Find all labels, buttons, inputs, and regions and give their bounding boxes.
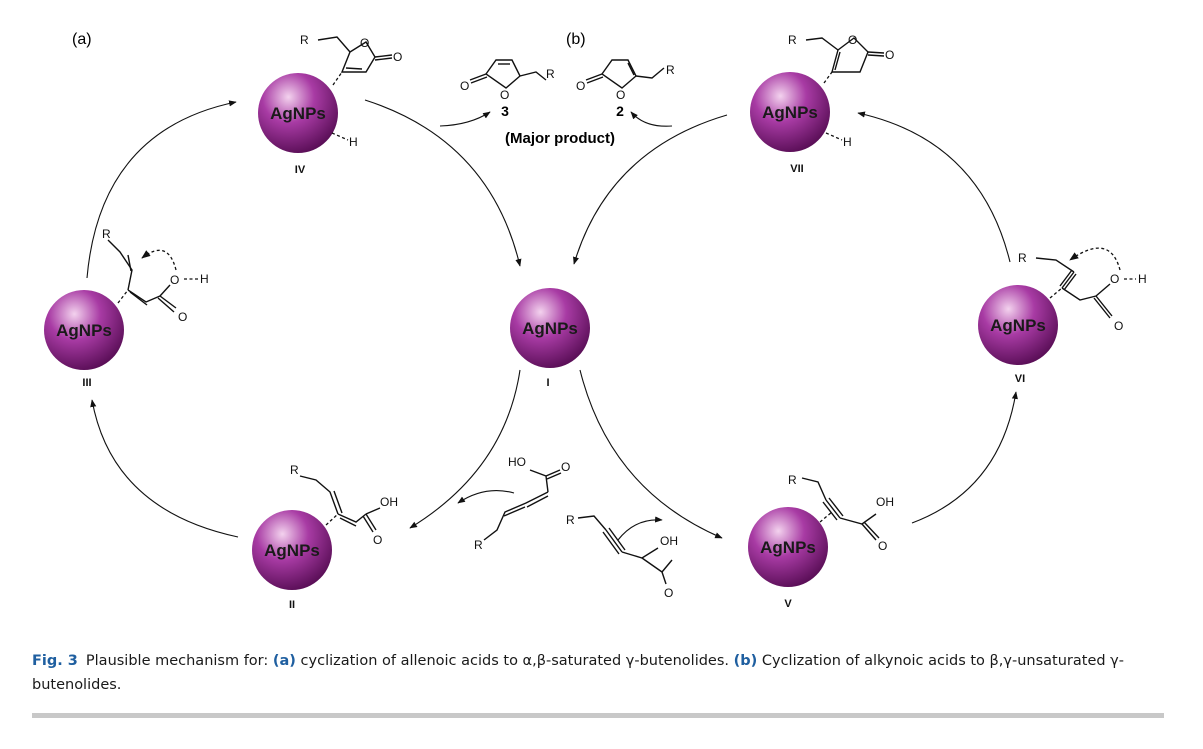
label-intermediate-iii: III xyxy=(82,377,91,389)
svg-text:O: O xyxy=(393,50,402,64)
svg-text:O: O xyxy=(170,273,179,287)
caption-text-2: cyclization of allenoic acids to α,β-sat… xyxy=(295,653,734,669)
arrow-ii-to-iii xyxy=(90,399,239,538)
svg-text:H: H xyxy=(349,135,358,149)
svg-text:HO: HO xyxy=(508,455,526,469)
svg-text:R: R xyxy=(474,538,483,552)
svg-text:R: R xyxy=(300,33,309,47)
svg-text:O: O xyxy=(1114,319,1123,333)
product-3-structure: O O R 3 xyxy=(460,59,555,119)
svg-text:R: R xyxy=(546,67,555,81)
arrow-v-to-vi xyxy=(911,391,1018,524)
label-intermediate-vi: VI xyxy=(1015,373,1025,385)
structure-intermediate-v: R OH O xyxy=(788,473,894,553)
svg-text:O: O xyxy=(878,539,887,553)
agnp-sphere-vi: AgNPs xyxy=(978,285,1058,365)
mechanism-diagram: (a) (b) AgNPs AgNPs AgNPs AgNPs AgNPs Ag… xyxy=(44,31,1147,611)
svg-text:O: O xyxy=(664,586,673,600)
panel-b-label: (b) xyxy=(566,31,586,48)
caption-divider xyxy=(32,713,1164,718)
product-3-number: 3 xyxy=(501,103,509,119)
svg-text:H: H xyxy=(1138,272,1147,286)
svg-text:O: O xyxy=(500,88,509,102)
structure-intermediate-iv: O O R H xyxy=(300,33,402,149)
svg-text:R: R xyxy=(788,473,797,487)
svg-text:O: O xyxy=(460,79,469,93)
agnp-sphere-iii: AgNPs xyxy=(44,290,124,370)
svg-text:R: R xyxy=(566,513,575,527)
label-intermediate-i: I xyxy=(546,377,549,389)
caption-paren-a: (a) xyxy=(272,653,296,669)
agnp-label-iii: AgNPs xyxy=(56,321,112,340)
agnp-label-iv: AgNPs xyxy=(270,104,326,123)
svg-text:OH: OH xyxy=(876,495,894,509)
svg-text:O: O xyxy=(360,36,369,50)
arrow-vi-to-vii xyxy=(857,111,1011,263)
caption-text-1: Plausible mechanism for: xyxy=(85,653,273,669)
svg-text:H: H xyxy=(843,135,852,149)
svg-text:O: O xyxy=(885,48,894,62)
label-intermediate-ii: II xyxy=(289,599,295,611)
arrow-release-product-2 xyxy=(630,111,673,127)
agnp-label-vi: AgNPs xyxy=(990,316,1046,335)
panel-a-label: (a) xyxy=(72,31,92,48)
svg-text:O: O xyxy=(373,533,382,547)
arrow-i-to-v xyxy=(579,369,723,539)
svg-text:O: O xyxy=(616,88,625,102)
svg-text:O: O xyxy=(561,460,570,474)
major-product-note: (Major product) xyxy=(505,130,615,147)
svg-text:R: R xyxy=(1018,251,1027,265)
svg-text:OH: OH xyxy=(380,495,398,509)
allenoic-acid-substrate: HO O R xyxy=(474,455,570,552)
svg-text:OH: OH xyxy=(660,534,678,548)
structure-intermediate-ii: R OH O xyxy=(290,463,398,547)
agnp-sphere-v: AgNPs xyxy=(748,507,828,587)
agnp-label-ii: AgNPs xyxy=(264,541,320,560)
figure-label: Fig. 3 xyxy=(32,653,78,669)
arrow-release-product-3 xyxy=(439,111,491,127)
agnp-sphere-vii: AgNPs xyxy=(750,72,830,152)
svg-text:O: O xyxy=(848,33,857,47)
arrow-iii-to-iv xyxy=(86,100,237,279)
alkynoic-acid-substrate: R OH O xyxy=(566,513,678,600)
agnp-sphere-ii: AgNPs xyxy=(252,510,332,590)
agnp-label-vii: AgNPs xyxy=(762,103,818,122)
arrow-iv-to-i xyxy=(364,99,522,267)
structure-intermediate-vi: R O O H xyxy=(1018,247,1147,333)
arrow-allenoic-acid-entry xyxy=(457,490,515,504)
structure-intermediate-vii: O O R H xyxy=(788,33,894,149)
label-intermediate-v: V xyxy=(784,598,792,610)
agnp-sphere-iv: AgNPs xyxy=(258,73,338,153)
product-2-structure: O O R 2 xyxy=(576,59,675,119)
svg-text:R: R xyxy=(102,227,111,241)
agnp-label-v: AgNPs xyxy=(760,538,816,557)
svg-text:R: R xyxy=(788,33,797,47)
arrow-i-to-ii xyxy=(409,369,521,529)
caption-text-3: Cyclization of alkynoic acids to β,γ-uns… xyxy=(32,653,1124,693)
svg-text:O: O xyxy=(576,79,585,93)
svg-text:H: H xyxy=(200,272,209,286)
product-2-number: 2 xyxy=(616,103,624,119)
label-intermediate-iv: IV xyxy=(295,164,306,176)
svg-text:O: O xyxy=(178,310,187,324)
arrow-vii-to-i xyxy=(573,114,728,265)
svg-text:R: R xyxy=(290,463,299,477)
agnp-sphere-i: AgNPs xyxy=(510,288,590,368)
agnp-label-i: AgNPs xyxy=(522,319,578,338)
label-intermediate-vii: VII xyxy=(790,163,803,175)
arrow-alkynoic-acid-entry xyxy=(617,516,663,541)
structure-intermediate-iii: R O O H xyxy=(102,227,209,324)
svg-text:O: O xyxy=(1110,272,1119,286)
figure-caption: Fig. 3 Plausible mechanism for: (a) cycli… xyxy=(32,649,1172,697)
caption-paren-b: (b) xyxy=(733,653,758,669)
svg-text:R: R xyxy=(666,63,675,77)
